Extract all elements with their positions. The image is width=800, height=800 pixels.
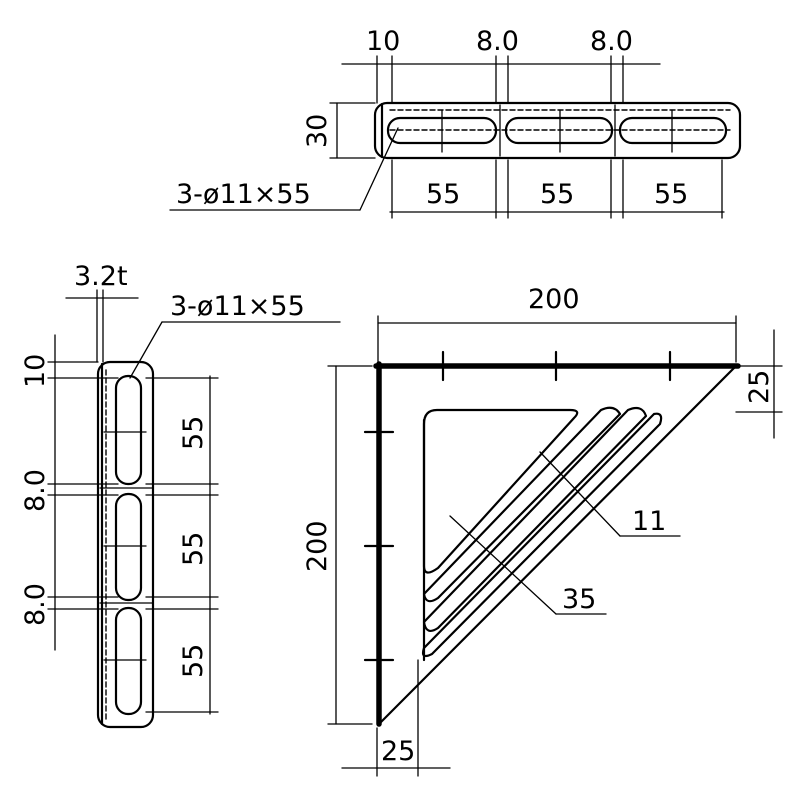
front-dim-flange-bottom: 25 [381,736,415,767]
front-gusset-diagonal-outer [379,365,737,724]
side-dim-spacing-3: 8.0 [20,583,51,626]
front-dim-rib-width: 11 [632,506,666,537]
front-dim-flange-right: 25 [744,370,775,404]
top-dim-spacing-2: 8.0 [476,26,519,57]
side-dim-spacing-1: 10 [20,354,51,388]
front-view: 200 200 25 2 [302,284,783,777]
top-dim-spacing-3: 8.0 [590,26,633,57]
side-view-slot-1 [114,374,143,486]
side-slot-note: 3-ø11×55 [170,291,305,322]
side-dim-slot-2: 55 [178,532,209,566]
front-dim-rib-pitch: 35 [562,584,596,615]
top-slot-leader-diag [359,127,399,211]
side-view-slot-3 [114,606,143,716]
front-gusset-cutout [422,408,579,574]
top-dim-height: 30 [302,114,333,148]
side-view: 3.2t 3-ø11×55 10 8.0 8.0 [20,261,341,729]
side-view-slot-2 [114,492,143,602]
top-dim-spacing-1: 10 [366,26,400,57]
front-rib-1 [422,406,622,603]
side-dim-spacing-2: 8.0 [20,469,51,512]
front-rib-3 [421,412,663,658]
side-dim-slot-3: 55 [178,644,209,678]
front-rib-2 [422,406,648,632]
top-view-outline [373,101,742,160]
side-dim-slot-1: 55 [178,416,209,450]
front-dim-width: 200 [528,284,580,315]
front-dim-height: 200 [302,520,333,572]
side-slot-leader-diag [129,321,163,379]
top-dim-slot-2: 55 [540,179,574,210]
top-dim-slot-3: 55 [654,179,688,210]
side-dim-thickness: 3.2t [74,261,128,292]
top-dim-slot-1: 55 [426,179,460,210]
top-view: 10 8.0 8.0 30 55 55 55 3-ø11×55 [169,26,742,219]
top-slot-note: 3-ø11×55 [176,179,311,210]
front-rib-pitch-leader [449,515,557,615]
side-view-outline [96,360,155,729]
front-rib-width-leader [539,451,621,537]
